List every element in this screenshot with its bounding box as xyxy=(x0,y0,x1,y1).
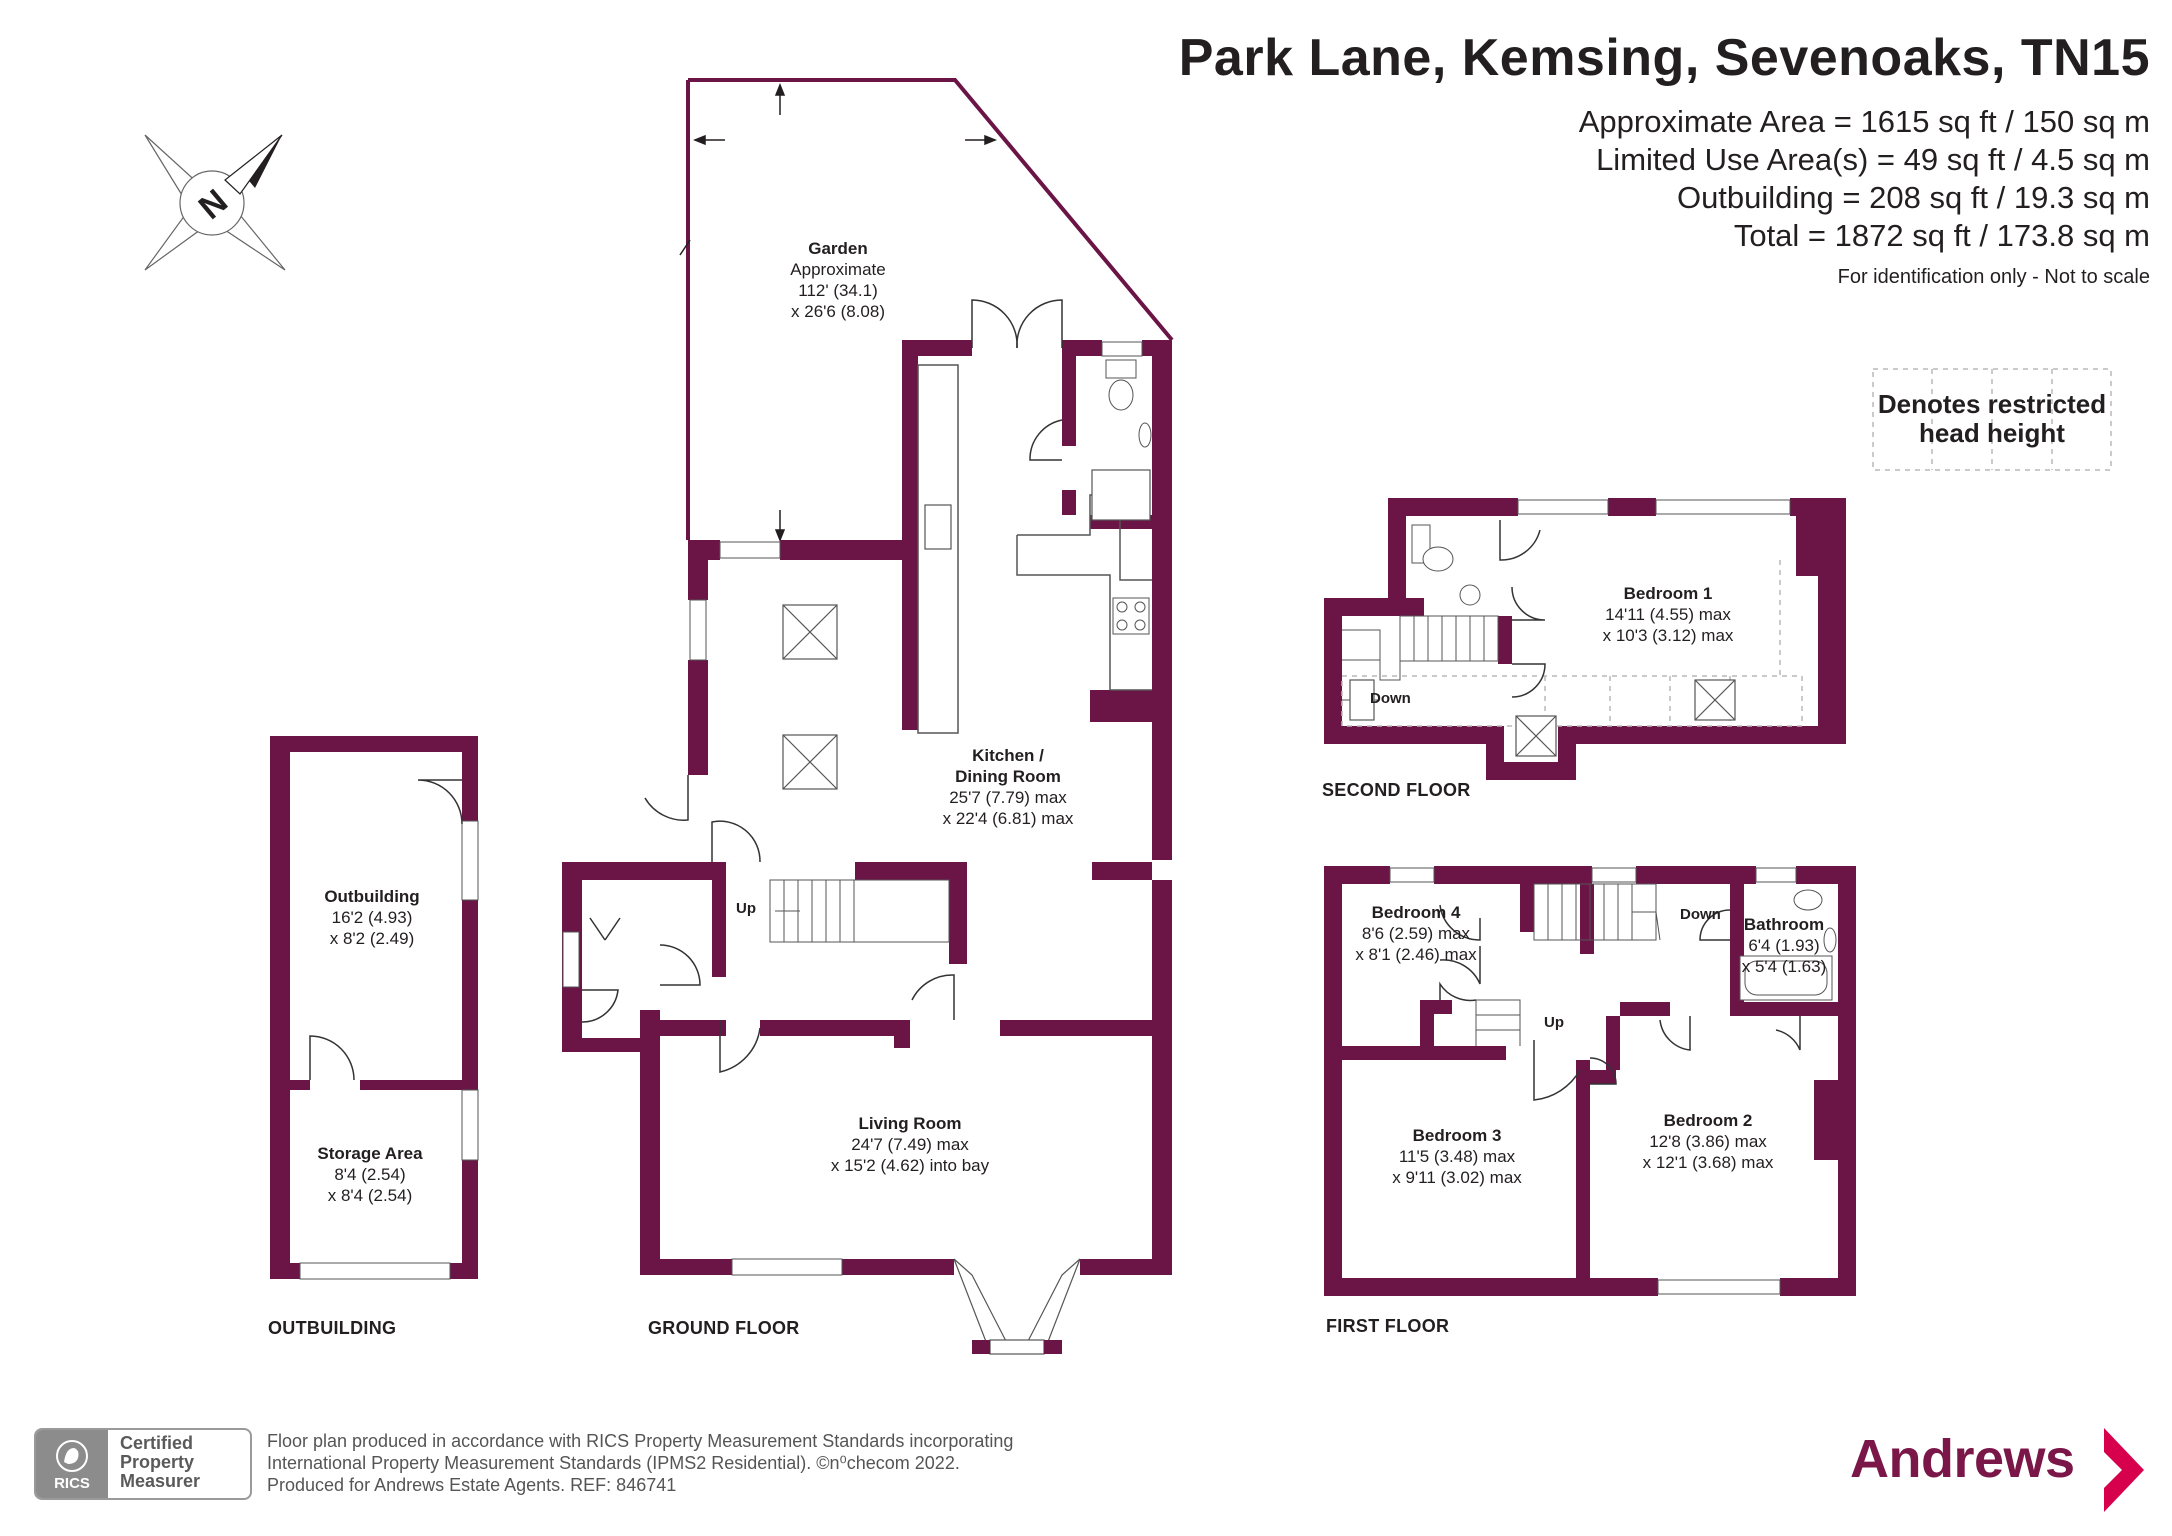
measurer-text: Measurer xyxy=(120,1471,201,1491)
ground-floor-plan xyxy=(562,78,1174,1355)
bedroom-3-dim-2: x 9'11 (3.02) max xyxy=(1392,1168,1522,1187)
bedroom-1-label: Bedroom 1 14'11 (4.55) max x 10'3 (3.12)… xyxy=(1603,583,1734,646)
bathroom-dim-2: x 5'4 (1.63) xyxy=(1741,957,1827,976)
outbuilding-plan xyxy=(270,736,479,1280)
bedroom-2-dim-2: x 12'1 (3.68) max xyxy=(1642,1153,1774,1172)
bedroom-4-dim-1: 8'6 (2.59) max xyxy=(1361,924,1471,943)
outbuilding-floor-label: OUTBUILDING xyxy=(268,1318,397,1338)
garden-length: 112' (34.1) xyxy=(798,281,878,300)
bedroom-2-dim-1: 12'8 (3.86) max xyxy=(1649,1132,1767,1151)
first-stairs-up-label: Up xyxy=(1544,1014,1564,1031)
total-area: Total = 1872 sq ft / 173.8 sq m xyxy=(1733,218,2150,253)
restricted-height-legend: Denotes restricted head height xyxy=(1872,368,2112,471)
bedroom-1-dim-1: 14'11 (4.55) max xyxy=(1605,605,1731,624)
footer-line-2: International Property Measurement Stand… xyxy=(267,1453,960,1473)
first-floor-plan xyxy=(1324,866,1856,1296)
storage-area-label: Storage Area 8'4 (2.54) x 8'4 (2.54) xyxy=(317,1143,422,1206)
garden-approx: Approximate xyxy=(790,260,886,279)
ground-stairs-up-label: Up xyxy=(736,900,756,917)
footer-disclaimer: Floor plan produced in accordance with R… xyxy=(267,1430,1013,1496)
rics-logo: RICS xyxy=(36,1430,108,1498)
bedroom-2-name: Bedroom 2 xyxy=(1663,1111,1753,1130)
living-name: Living Room xyxy=(858,1114,962,1133)
andrews-logo-text: Andrews xyxy=(1850,1429,2075,1489)
bathroom-label: Bathroom 6'4 (1.93) x 5'4 (1.63) xyxy=(1742,914,1827,977)
bedroom-3-label: Bedroom 3 11'5 (3.48) max x 9'11 (3.02) … xyxy=(1392,1125,1522,1188)
outbuilding-name: Outbuilding xyxy=(324,887,420,906)
footer-line-3: Produced for Andrews Estate Agents. REF:… xyxy=(267,1475,677,1495)
legend-line-1: Denotes restricted xyxy=(1877,389,2107,419)
kitchen-dim-1: 25'7 (7.79) max xyxy=(949,788,1067,807)
kitchen-name-1: Kitchen / xyxy=(972,746,1044,765)
certified-text: Certified xyxy=(120,1433,194,1453)
compass-icon: N xyxy=(144,134,286,271)
kitchen-name-2: Dining Room xyxy=(955,767,1061,786)
bedroom-4-dim-2: x 8'1 (2.46) max xyxy=(1355,945,1477,964)
storage-name: Storage Area xyxy=(317,1144,423,1163)
second-floor-label: SECOND FLOOR xyxy=(1322,780,1471,800)
storage-dim-1: 8'4 (2.54) xyxy=(334,1165,406,1184)
bedroom-4-label: Bedroom 4 8'6 (2.59) max x 8'1 (2.46) ma… xyxy=(1355,902,1476,965)
living-room-label: Living Room 24'7 (7.49) max x 15'2 (4.62… xyxy=(831,1113,989,1176)
outbuilding-area: Outbuilding = 208 sq ft / 19.3 sq m xyxy=(1676,180,2150,215)
living-dim-1: 24'7 (7.49) max xyxy=(851,1135,969,1154)
property-title: Park Lane, Kemsing, Sevenoaks, TN15 xyxy=(1178,29,2150,87)
ground-floor-label: GROUND FLOOR xyxy=(648,1318,800,1338)
outbuilding-dim-1: 16'2 (4.93) xyxy=(331,908,413,927)
property-text: Property xyxy=(120,1452,195,1472)
bedroom-3-name: Bedroom 3 xyxy=(1412,1126,1502,1145)
scale-note: For identification only - Not to scale xyxy=(1837,266,2150,288)
garden-name: Garden xyxy=(808,239,868,258)
kitchen-dining-label: Kitchen / Dining Room 25'7 (7.79) max x … xyxy=(943,745,1074,829)
bedroom-2-label: Bedroom 2 12'8 (3.86) max x 12'1 (3.68) … xyxy=(1643,1110,1774,1173)
bedroom-3-dim-1: 11'5 (3.48) max xyxy=(1398,1147,1516,1166)
rics-lion-icon xyxy=(56,1440,88,1472)
footer-line-1: Floor plan produced in accordance with R… xyxy=(267,1431,1014,1451)
outbuilding-room-label: Outbuilding 16'2 (4.93) x 8'2 (2.49) xyxy=(324,886,419,949)
living-dim-2: x 15'2 (4.62) into bay xyxy=(830,1156,990,1175)
outbuilding-dim-2: x 8'2 (2.49) xyxy=(329,929,415,948)
andrews-chevron-icon xyxy=(2104,1428,2144,1512)
first-stairs-down-label: Down xyxy=(1680,906,1721,923)
approximate-area: Approximate Area = 1615 sq ft / 150 sq m xyxy=(1578,104,2150,139)
bathroom-dim-1: 6'4 (1.93) xyxy=(1748,936,1820,955)
second-floor-plan xyxy=(1324,498,1846,780)
second-stairs-down-label: Down xyxy=(1370,690,1411,707)
bathroom-name: Bathroom xyxy=(1743,915,1825,934)
bedroom-4-name: Bedroom 4 xyxy=(1371,903,1461,922)
kitchen-dim-2: x 22'4 (6.81) max xyxy=(942,809,1074,828)
bedroom-1-name: Bedroom 1 xyxy=(1623,584,1713,603)
storage-dim-2: x 8'4 (2.54) xyxy=(327,1186,413,1205)
rics-certified-badge: RICS Certified Property Measurer xyxy=(34,1428,252,1500)
garden-label: Garden Approximate 112' (34.1) x 26'6 (8… xyxy=(790,238,885,322)
legend-line-2: head height xyxy=(1919,418,2065,448)
first-floor-label: FIRST FLOOR xyxy=(1326,1316,1450,1336)
dashed-grid xyxy=(1872,368,2112,471)
garden-width: x 26'6 (8.08) xyxy=(791,302,885,321)
bedroom-1-dim-2: x 10'3 (3.12) max xyxy=(1602,626,1734,645)
limited-use-area: Limited Use Area(s) = 49 sq ft / 4.5 sq … xyxy=(1596,142,2150,177)
rics-word: RICS xyxy=(54,1475,90,1492)
